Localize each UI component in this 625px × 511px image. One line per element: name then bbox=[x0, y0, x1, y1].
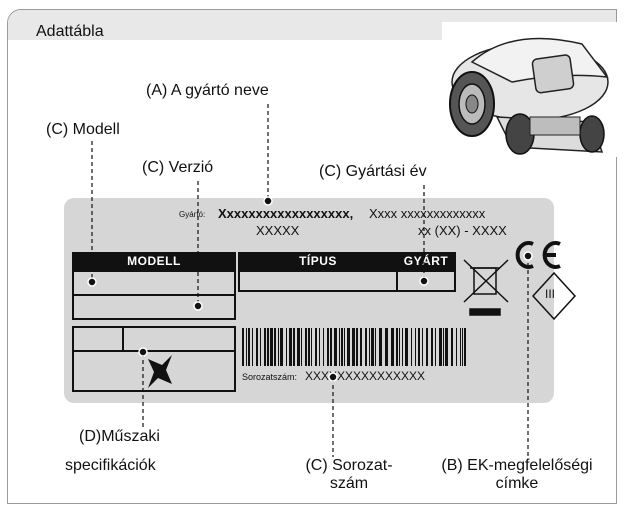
version-label: (C) Verzió bbox=[142, 159, 214, 176]
plate-manufacturer-address2: XXXXX bbox=[256, 223, 300, 238]
panel-title: Adattábla bbox=[36, 23, 104, 40]
year-box bbox=[396, 270, 456, 292]
plate-year-code: xx (XX) - XXXX bbox=[418, 223, 507, 238]
plate-manufacturer-name: Xxxxxxxxxxxxxxxxxx, bbox=[218, 206, 354, 221]
tech-spec-divider-h bbox=[72, 350, 236, 352]
tech-spec-box bbox=[72, 326, 236, 392]
model-box-divider bbox=[72, 294, 236, 296]
plate-serial-value: XXXXXXXXXXXXXXX bbox=[305, 369, 426, 383]
tech-spec-label: (D)Műszaki bbox=[79, 428, 160, 445]
tech-spec-label-line2: specifikációk bbox=[65, 457, 156, 474]
model-label: (C) Modell bbox=[46, 121, 120, 138]
panel-frame bbox=[7, 9, 617, 504]
plate-serial-prefix: Sorozatszám: bbox=[242, 372, 298, 382]
manufacturing-year-label: (C) Gyártási év bbox=[319, 163, 427, 180]
plate-manufacturer-address1: Xxxx xxxxxxxxxxxxx bbox=[369, 206, 486, 221]
plate-manufacturer-prefix: Gyártó: bbox=[179, 210, 206, 219]
type-box bbox=[238, 270, 398, 292]
col-type-header: TÍPUS bbox=[238, 252, 398, 270]
col-year-header: GYÁRT bbox=[396, 252, 456, 270]
tech-spec-divider-v bbox=[122, 326, 124, 352]
manufacturer-name-label: (A) A gyártó neve bbox=[146, 82, 269, 99]
class-iii-mark-text: III bbox=[545, 287, 556, 301]
serial-number-label: (C) Sorozat-szám bbox=[305, 457, 393, 492]
col-model-header: MODELL bbox=[72, 252, 236, 270]
